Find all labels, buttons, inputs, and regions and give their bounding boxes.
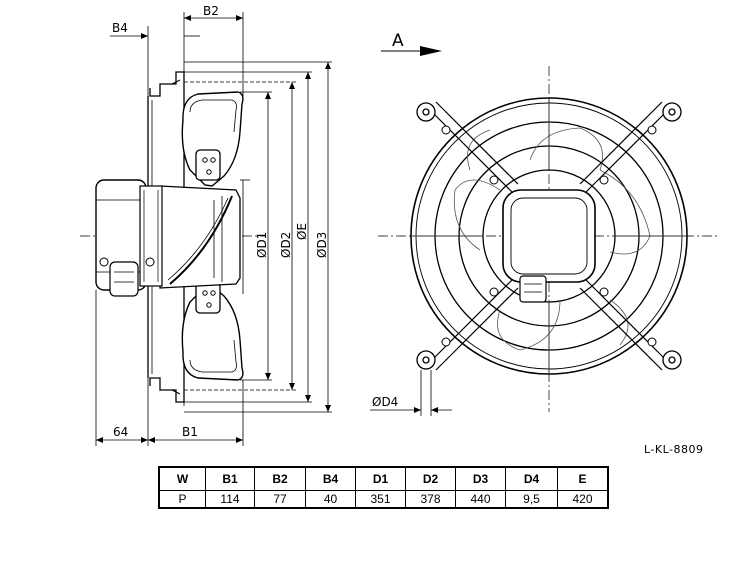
table-header-b2: B2 (254, 466, 306, 491)
side-view-labels: B4 B2 64 B1 ØD1 ØD2 ØE ØD3 (112, 4, 329, 439)
dim-label-d2: ØD2 (279, 232, 293, 258)
table-header-d2: D2 (405, 466, 456, 491)
dim-label-d1: ØD1 (255, 232, 269, 258)
drawing-reference: L-KL-8809 (644, 443, 704, 456)
table-cell-d2: 378 (405, 490, 456, 509)
view-direction-a: A (381, 31, 442, 56)
front-view (378, 66, 720, 412)
table-cell-b4: 40 (305, 490, 356, 509)
front-view-dimensions (370, 370, 452, 416)
table-cell-d4: 9,5 (505, 490, 558, 509)
table-cell-d1: 351 (355, 490, 406, 509)
dim-label-b2: B2 (203, 4, 219, 18)
rotor-hub (159, 185, 241, 289)
side-view-dimensions (95, 12, 332, 446)
table-header-d1: D1 (355, 466, 406, 491)
dimensions-table: W B1 B2 B4 D1 D2 D3 D4 E P 114 77 40 351… (158, 466, 609, 509)
table-row: P 114 77 40 351 378 440 9,5 420 (158, 490, 609, 509)
table-cell-w: P (158, 490, 206, 509)
table-header-d3: D3 (455, 466, 506, 491)
table-header-w: W (158, 466, 206, 491)
table-header-row: W B1 B2 B4 D1 D2 D3 D4 E (158, 466, 609, 491)
table-cell-e: 420 (557, 490, 609, 509)
dim-label-b1: B1 (182, 425, 198, 439)
dim-label-d3: ØD3 (315, 232, 329, 258)
table-header-b1: B1 (205, 466, 255, 491)
cable-gland (109, 261, 139, 297)
dim-label-e: ØE (295, 223, 309, 240)
table-header-e: E (557, 466, 609, 491)
view-label-a: A (392, 31, 404, 51)
side-view (80, 70, 265, 406)
table-cell-d3: 440 (455, 490, 506, 509)
motor-square (502, 189, 596, 283)
table-cell-b2: 77 (254, 490, 306, 509)
dim-label-b4: B4 (112, 21, 128, 35)
table-header-d4: D4 (505, 466, 558, 491)
table-header-b4: B4 (305, 466, 356, 491)
dim-label-d4: ØD4 (372, 395, 398, 409)
table-cell-b1: 114 (205, 490, 255, 509)
terminal-box (519, 275, 547, 303)
dim-label-64: 64 (113, 425, 128, 439)
